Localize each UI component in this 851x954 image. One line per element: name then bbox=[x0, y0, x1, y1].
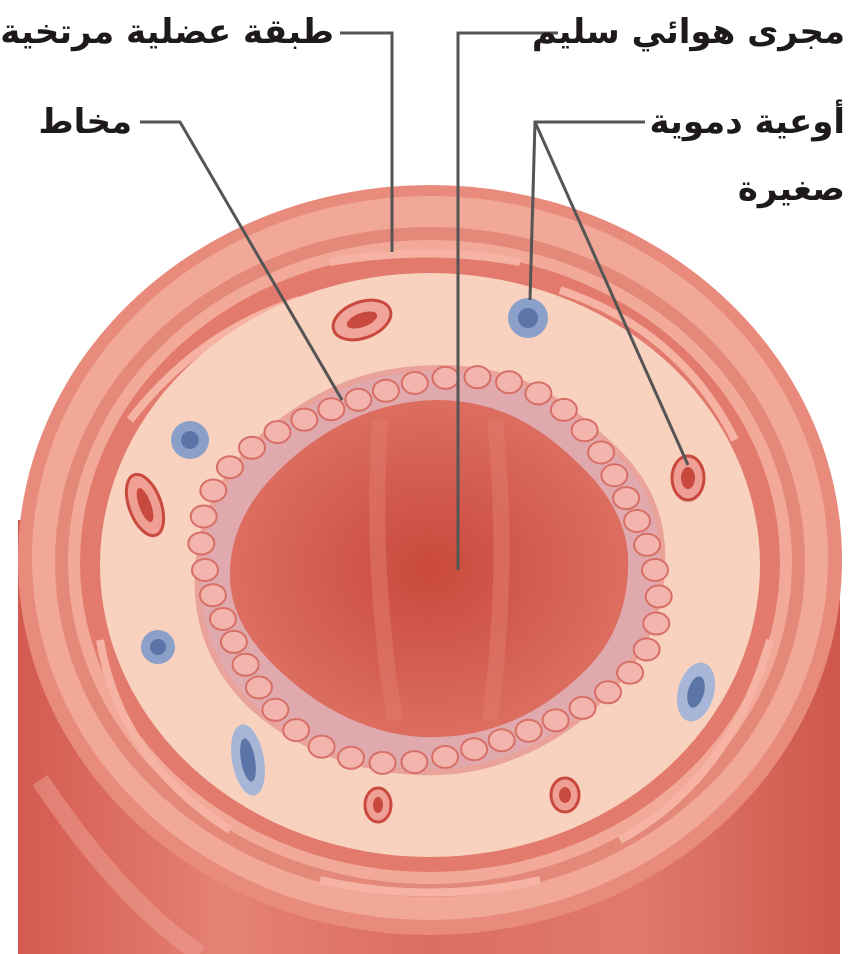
mucosa-cell bbox=[595, 681, 621, 703]
label-small-vessels-line1: أوعية دموية bbox=[650, 105, 845, 139]
mucosa-cell bbox=[401, 751, 427, 773]
mucosa-cell bbox=[338, 747, 364, 769]
mucosa-cell bbox=[624, 510, 650, 532]
mucosa-cell bbox=[551, 399, 577, 421]
mucosa-cell bbox=[432, 746, 458, 768]
mucosa-cell bbox=[588, 441, 614, 463]
label-muscle-layer: طبقة عضلية مرتخية bbox=[14, 15, 334, 49]
mucosa-cell bbox=[345, 389, 371, 411]
label-mucosa: مخاط bbox=[14, 105, 132, 139]
mucosa-cell bbox=[192, 559, 218, 581]
label-small-vessels-line2: صغيرة bbox=[650, 172, 845, 206]
mucosa-cell bbox=[373, 380, 399, 402]
mucosa-cell bbox=[489, 729, 515, 751]
mucosa-cell bbox=[291, 409, 317, 431]
mucosa-cell bbox=[264, 421, 290, 443]
mucosa-cell bbox=[570, 697, 596, 719]
mucosa-cell bbox=[200, 584, 226, 606]
mucosa-cell bbox=[210, 608, 236, 630]
mucosa-cell bbox=[233, 654, 259, 676]
mucosa-cell bbox=[402, 372, 428, 394]
mucosa-cell bbox=[634, 534, 660, 556]
mucosa-cell bbox=[461, 738, 487, 760]
mucosa-cell bbox=[188, 532, 214, 554]
blood-vessel-icon bbox=[508, 298, 548, 338]
mucosa-cell bbox=[283, 719, 309, 741]
mucosa-cell bbox=[239, 437, 265, 459]
mucosa-cell bbox=[601, 464, 627, 486]
mucosa-cell bbox=[217, 456, 243, 478]
mucosa-cell bbox=[634, 638, 660, 660]
mucosa-cell bbox=[642, 559, 668, 581]
mucosa-cell bbox=[309, 736, 335, 758]
mucosa-cell bbox=[318, 398, 344, 420]
mucosa-cell bbox=[464, 366, 490, 388]
mucosa-cell bbox=[525, 382, 551, 404]
mucosa-cell bbox=[643, 613, 669, 635]
mucosa-cell bbox=[221, 631, 247, 653]
mucosa-cell bbox=[200, 480, 226, 502]
blood-vessel-icon bbox=[365, 788, 391, 822]
mucosa-cell bbox=[433, 367, 459, 389]
mucosa-cell bbox=[516, 720, 542, 742]
blood-vessel-icon bbox=[551, 778, 579, 812]
mucosa-cell bbox=[262, 699, 288, 721]
blood-vessel-icon bbox=[141, 630, 175, 664]
mucosa-cell bbox=[646, 586, 672, 608]
label-healthy-airway: مجرى هوائي سليم bbox=[562, 15, 845, 49]
mucosa-cell bbox=[613, 487, 639, 509]
mucosa-cell bbox=[370, 752, 396, 774]
mucosa-cell bbox=[617, 662, 643, 684]
mucosa-cell bbox=[496, 371, 522, 393]
mucosa-cell bbox=[246, 677, 272, 699]
mucosa-cell bbox=[572, 419, 598, 441]
mucosa-cell bbox=[191, 505, 217, 527]
blood-vessel-icon bbox=[171, 421, 209, 459]
mucosa-cell bbox=[543, 709, 569, 731]
